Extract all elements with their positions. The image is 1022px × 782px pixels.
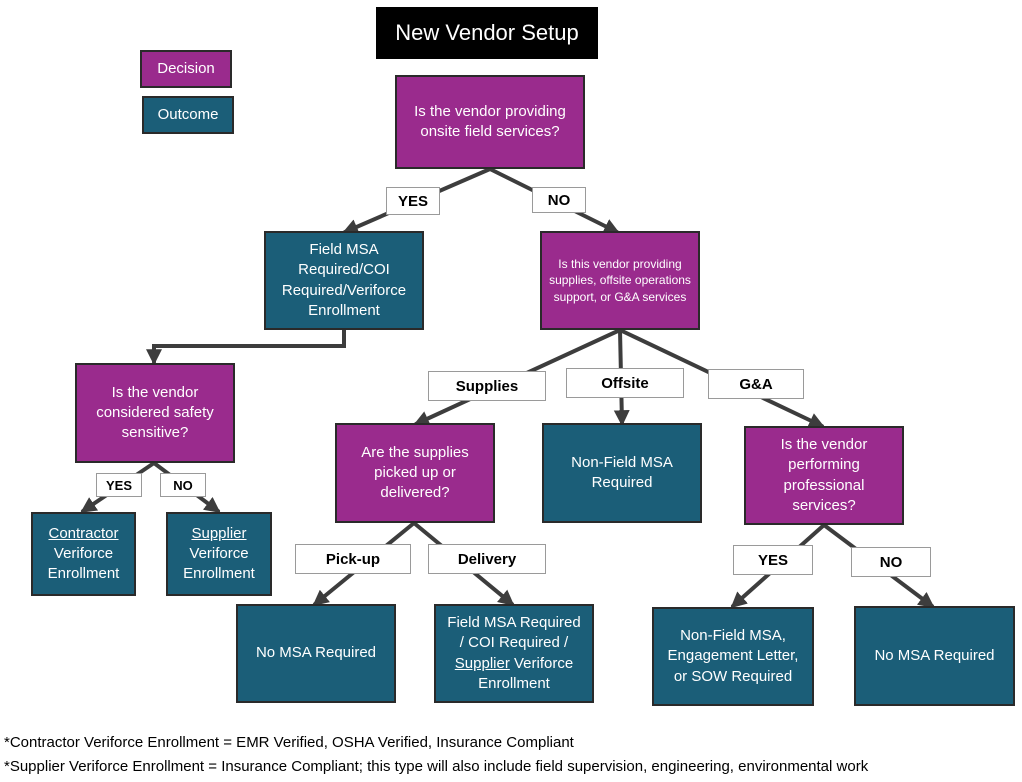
outcome-field-msa: Field MSA Required/COI Required/Veriforc… bbox=[264, 231, 424, 330]
label-no-onsite: NO bbox=[532, 187, 586, 213]
outcome-non-field-msa: Non-Field MSA Required bbox=[542, 423, 702, 523]
contractor-link-text: Contractor bbox=[48, 524, 119, 542]
delivery-supplier-link: Supplier bbox=[454, 654, 510, 672]
label-delivery: Delivery bbox=[428, 544, 546, 574]
decision-safety-sensitive: Is the vendor considered safety sensitiv… bbox=[75, 363, 235, 463]
delivery-rest: Veriforce Enrollment bbox=[478, 654, 574, 692]
delivery-line2: / COI Required / bbox=[459, 634, 569, 652]
outcome-delivery: Field MSA Required / COI Required / Suppli… bbox=[434, 604, 594, 703]
label-yes-onsite: YES bbox=[386, 187, 440, 215]
label-no-safety: NO bbox=[160, 473, 206, 497]
supplier-link-text: Supplier bbox=[191, 524, 247, 542]
arrow-field-msa-to-safety bbox=[146, 328, 346, 366]
decision-professional-services: Is the vendor performing professional se… bbox=[744, 426, 904, 525]
supplier-enrollment-text: Veriforce Enrollment bbox=[183, 544, 255, 583]
decision-onsite: Is the vendor providing onsite field ser… bbox=[395, 75, 585, 169]
legend-outcome: Outcome bbox=[142, 96, 234, 134]
label-no-professional: NO bbox=[851, 547, 931, 577]
outcome-engagement-letter: Non-Field MSA, Engagement Letter, or SOW… bbox=[652, 607, 814, 706]
footnote-supplier: *Supplier Veriforce Enrollment = Insuran… bbox=[4, 758, 869, 775]
outcome-no-msa-ga: No MSA Required bbox=[854, 606, 1015, 706]
page-title: New Vendor Setup bbox=[376, 7, 598, 59]
label-pickup: Pick-up bbox=[295, 544, 411, 574]
label-yes-professional: YES bbox=[733, 545, 813, 575]
legend-decision: Decision bbox=[140, 50, 232, 88]
decision-supplies-type: Is this vendor providing supplies, offsi… bbox=[540, 231, 700, 330]
decision-pickup-delivery: Are the supplies picked up or delivered? bbox=[335, 423, 495, 523]
label-ga: G&A bbox=[708, 369, 804, 399]
contractor-enrollment-text: Veriforce Enrollment bbox=[47, 544, 120, 583]
footnote-contractor: *Contractor Veriforce Enrollment = EMR V… bbox=[4, 734, 574, 751]
label-offsite: Offsite bbox=[566, 368, 684, 398]
outcome-no-msa-pickup: No MSA Required bbox=[236, 604, 396, 703]
delivery-line1: Field MSA Required bbox=[447, 614, 581, 631]
label-yes-safety: YES bbox=[96, 473, 142, 497]
label-supplies: Supplies bbox=[428, 371, 546, 401]
